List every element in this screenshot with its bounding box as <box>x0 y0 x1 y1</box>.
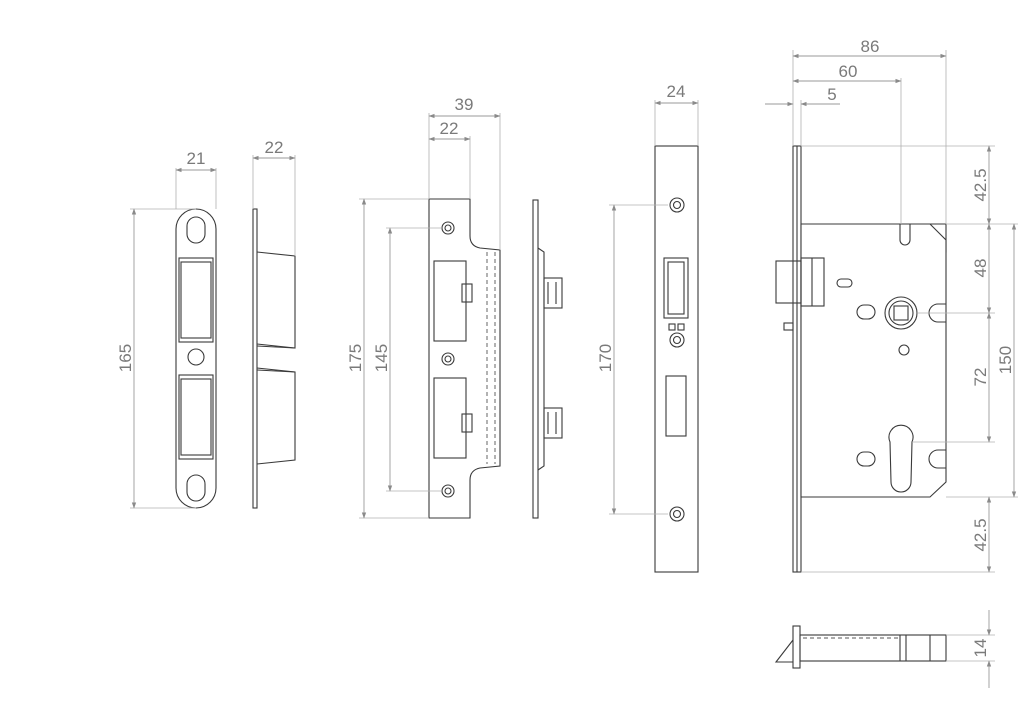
dim-bottom-offset: 42.5 <box>971 518 990 551</box>
dim-strike-plate-width: 21 <box>187 149 206 168</box>
dim-top-offset: 42.5 <box>971 168 990 201</box>
faceplate-front-view: 24 170 <box>596 82 699 573</box>
forend-front-view: 39 22 175 145 <box>346 95 501 519</box>
dim-faceplate-hole-spacing: 170 <box>596 344 615 372</box>
dim-strike-side-depth: 22 <box>265 138 284 157</box>
dim-strike-plate-height: 165 <box>116 344 135 372</box>
dim-forend-hole-spacing: 145 <box>372 344 391 372</box>
dim-backset: 60 <box>839 62 858 81</box>
dim-centre-to-cylinder: 72 <box>971 368 990 387</box>
strike-plate-side-view: 22 <box>252 138 296 509</box>
dim-faceplate-width: 24 <box>667 82 686 101</box>
dim-faceplate-thickness: 5 <box>827 85 836 104</box>
dim-forend-width: 39 <box>455 95 474 114</box>
dim-forend-height: 175 <box>346 344 365 372</box>
dim-follower-to-centre: 48 <box>971 259 990 278</box>
lock-case-top-view: 14 <box>774 610 995 688</box>
strike-plate-front-view: 21 165 <box>116 149 217 509</box>
dim-case-height: 150 <box>996 346 1015 374</box>
forend-side-view <box>532 199 563 519</box>
dim-forend-inner-width: 22 <box>440 119 459 138</box>
dim-case-thickness: 14 <box>971 639 990 658</box>
dim-case-overall-width: 86 <box>861 37 880 56</box>
lock-case-side-view: 86 60 5 42.5 48 72 42.5 150 <box>765 37 1018 573</box>
